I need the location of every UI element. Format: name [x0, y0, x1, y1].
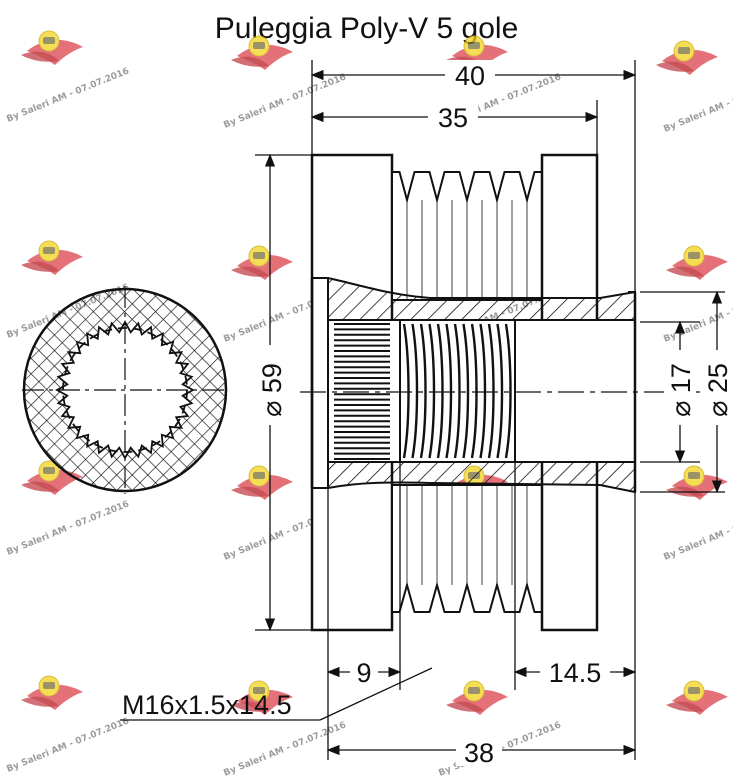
- dim-overall-width: 40: [455, 61, 485, 91]
- watermark-logo-icon: [665, 680, 729, 716]
- watermark-logo-icon: [20, 30, 84, 66]
- thread-line: [419, 323, 427, 459]
- watermark-logo-icon: [665, 465, 729, 501]
- dim-hub-diameter: ⌀ 25: [703, 363, 733, 417]
- watermark-logo-icon: [230, 465, 294, 501]
- section-view: [300, 153, 705, 632]
- watermark-text: By Saleri AM - 07.07.2016: [222, 72, 347, 130]
- thread-line: [453, 323, 461, 459]
- watermark-logo-icon: [445, 680, 509, 716]
- watermark-text: By Saleri AM - 07.07.2016: [662, 286, 733, 344]
- dim-thread-depth: 9: [356, 658, 371, 688]
- watermark-logo-icon: [20, 240, 84, 276]
- spline-teeth: [334, 323, 390, 460]
- watermark-text: By Saleri AM - 07.07.2016: [662, 76, 733, 134]
- thread-line: [504, 323, 512, 459]
- dim-outer-diameter: ⌀ 59: [257, 363, 287, 417]
- watermark-logo-icon: [665, 245, 729, 281]
- thread-line: [462, 323, 470, 459]
- watermark-text: By Saleri AM - 07.07.2016: [5, 499, 130, 557]
- thread-spec-label: M16x1.5x14.5: [122, 690, 292, 720]
- dimension-labels: 40 35 ⌀ 59 ⌀ 17 ⌀ 25 9 14.5 38 M16x1.5x1…: [122, 60, 733, 768]
- dim-pulley-width: 35: [438, 103, 468, 133]
- watermark-text: By Saleri AM - 07.07.2016: [5, 66, 130, 124]
- thread-line: [411, 323, 419, 459]
- watermark-logo-icon: [20, 675, 84, 711]
- watermark-text: By Saleri AM - 07.07.2016: [5, 716, 130, 774]
- thread-line: [496, 323, 504, 459]
- dim-bore-diameter: ⌀ 17: [666, 363, 696, 417]
- end-view: [22, 286, 228, 494]
- watermark-text: By Saleri AM - 07.07.2016: [662, 504, 733, 562]
- watermark-logo-icon: [230, 245, 294, 281]
- watermark-logo-icon: [230, 35, 294, 71]
- watermark-logo-icon: [655, 40, 719, 76]
- dim-inner-length: 38: [464, 738, 494, 768]
- dim-bore-depth: 14.5: [549, 658, 602, 688]
